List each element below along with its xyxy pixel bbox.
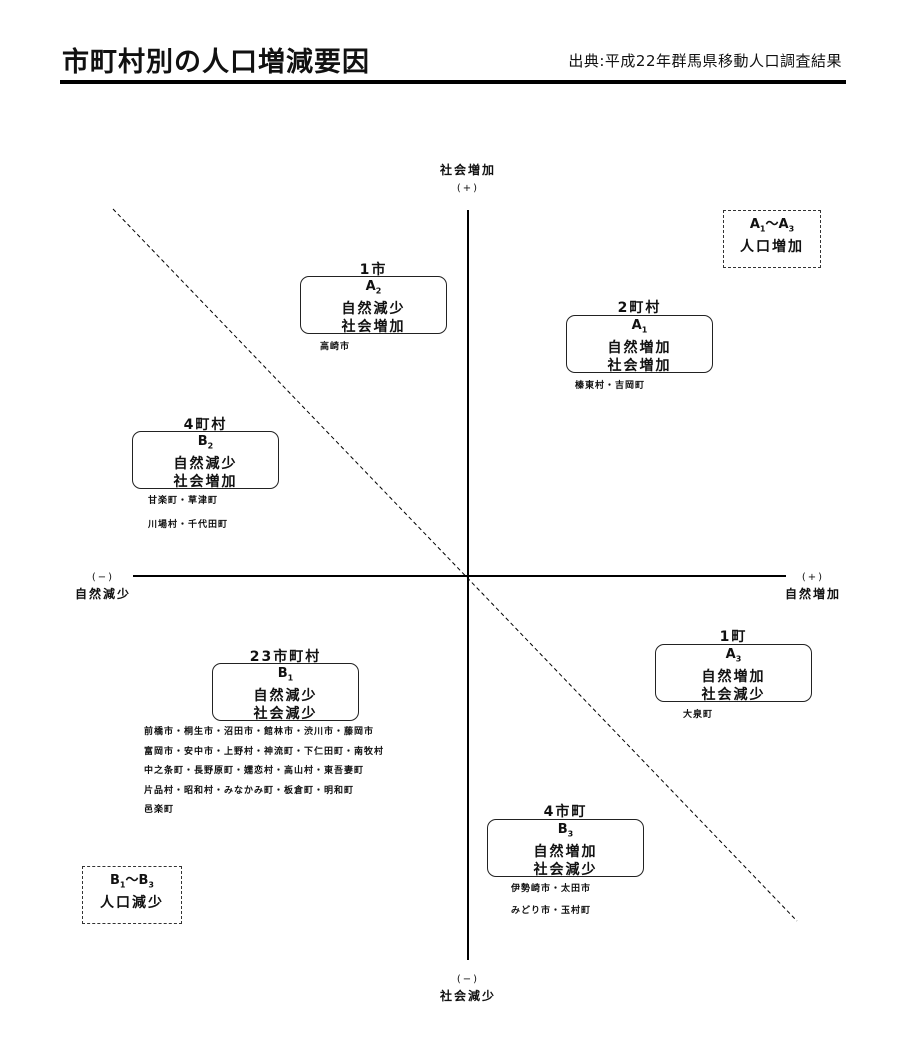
- group-a2-members: 高崎市: [320, 338, 350, 358]
- axis-right-sign: (+): [801, 572, 825, 583]
- header-rule: [60, 80, 846, 84]
- group-b1-box: B1 自然減少 社会減少: [212, 663, 359, 722]
- group-a3-social: 社会減少: [701, 686, 766, 703]
- group-b1-count: 23市町村: [249, 649, 322, 665]
- axis-bottom-name: 社会減少: [439, 989, 496, 1003]
- member-line: 片品村・昭和村・みなかみ町・板倉町・明和町: [144, 785, 355, 796]
- group-a3-box: A3 自然増加 社会減少: [655, 644, 812, 703]
- legend-decrease-label: 人口減少: [100, 894, 164, 911]
- group-a1-members: 榛東村・吉岡町: [575, 377, 645, 397]
- group-b2-natural: 自然減少: [173, 455, 238, 472]
- group-b1-natural: 自然減少: [253, 687, 318, 704]
- member-line: 邑楽町: [144, 805, 175, 815]
- axis-left-sign: (−): [91, 572, 115, 583]
- diagonal-divider: [112, 208, 798, 922]
- group-b3-natural: 自然増加: [533, 843, 598, 860]
- member-line: 大泉町: [683, 710, 714, 720]
- axis-right-label: (+) 自然増加: [770, 568, 856, 603]
- member-line: みどり市・玉村町: [511, 905, 592, 916]
- group-b3-count: 4市町: [543, 804, 588, 820]
- member-line: 富岡市・安中市・上野村・神流町・下仁田町・南牧村: [144, 746, 385, 757]
- axis-bottom-sign: (−): [456, 974, 480, 985]
- group-b2-social: 社会増加: [173, 473, 238, 490]
- group-a3-code: A3: [725, 647, 742, 664]
- axis-top-label: 社会増加 (+): [418, 162, 518, 197]
- group-b3-code: B3: [557, 822, 574, 839]
- group-b2-members: 甘楽町・草津町 川場村・千代田町: [148, 492, 228, 535]
- group-a1-box: A1 自然増加 社会増加: [566, 315, 713, 374]
- group-b1-members: 前橋市・桐生市・沼田市・館林市・渋川市・藤岡市 富岡市・安中市・上野村・神流町・…: [144, 723, 384, 821]
- group-b3-social: 社会減少: [533, 861, 598, 878]
- group-a2-social: 社会増加: [341, 318, 406, 335]
- axis-right-name: 自然増加: [784, 587, 841, 601]
- axis-top-sign: (+): [456, 183, 480, 194]
- member-line: 榛東村・吉岡町: [575, 381, 646, 391]
- legend-population-increase: A1〜A3 人口増加: [723, 210, 821, 268]
- group-a1-code: A1: [631, 318, 648, 335]
- member-line: 高崎市: [320, 342, 351, 352]
- member-line: 中之条町・長野原町・嬬恋村・高山村・東吾妻町: [144, 766, 365, 776]
- legend-increase-range: A1〜A3: [749, 217, 795, 234]
- group-b1-code: B1: [277, 666, 294, 683]
- group-a3-natural: 自然増加: [701, 668, 766, 685]
- group-b1-social: 社会減少: [253, 705, 318, 722]
- group-a1-social: 社会増加: [607, 357, 672, 374]
- group-b2-box: B2 自然減少 社会増加: [132, 431, 279, 490]
- axis-top-name: 社会増加: [439, 163, 496, 177]
- axis-left-name: 自然減少: [74, 587, 131, 601]
- group-a3-count: 1町: [719, 629, 748, 645]
- group-a2-natural: 自然減少: [341, 300, 406, 317]
- group-a3-members: 大泉町: [683, 706, 713, 726]
- group-a1-count: 2町村: [617, 300, 662, 316]
- page-title: 市町村別の人口増減要因: [62, 47, 370, 78]
- source-note: 出典:平成22年群馬県移動人口調査結果: [568, 52, 842, 70]
- group-b2-code: B2: [197, 434, 214, 451]
- group-b3-box: B3 自然増加 社会減少: [487, 819, 644, 878]
- group-a2-box: A2 自然減少 社会増加: [300, 276, 447, 335]
- legend-increase-label: 人口増加: [740, 238, 804, 255]
- axis-left-label: (−) 自然減少: [60, 568, 146, 603]
- member-line: 前橋市・桐生市・沼田市・館林市・渋川市・藤岡市: [144, 727, 375, 737]
- member-line: 川場村・千代田町: [148, 519, 229, 530]
- legend-population-decrease: B1〜B3 人口減少: [82, 866, 182, 924]
- group-a1-natural: 自然増加: [607, 339, 672, 356]
- member-line: 甘楽町・草津町: [148, 496, 219, 506]
- legend-decrease-range: B1〜B3: [109, 873, 154, 890]
- group-a2-code: A2: [365, 279, 382, 296]
- group-b2-count: 4町村: [183, 417, 228, 433]
- member-line: 伊勢崎市・太田市: [511, 884, 592, 894]
- axis-bottom-label: (−) 社会減少: [418, 970, 518, 1005]
- group-b3-members: 伊勢崎市・太田市 みどり市・玉村町: [511, 880, 591, 921]
- group-a2-count: 1市: [359, 262, 388, 278]
